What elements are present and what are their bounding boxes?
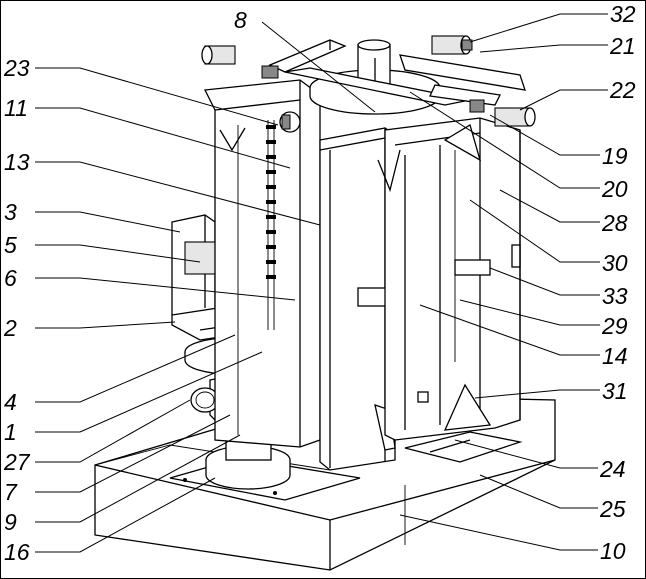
label-31: 31 [602, 378, 628, 404]
central-column-14 [319, 127, 396, 471]
label-27: 27 [3, 449, 31, 475]
label-3: 3 [4, 199, 17, 225]
label-1: 1 [4, 419, 17, 445]
label-4: 4 [4, 389, 17, 415]
label-7: 7 [4, 479, 18, 505]
label-20: 20 [601, 176, 628, 202]
label-9: 9 [4, 509, 17, 535]
label-11: 11 [4, 95, 28, 121]
label-28: 28 [601, 210, 628, 236]
top-motor-22 [469, 99, 536, 127]
label-25: 25 [599, 496, 626, 522]
top-motor-left [201, 45, 279, 79]
label-16: 16 [4, 539, 30, 565]
label-30: 30 [602, 250, 628, 276]
label-29: 29 [601, 313, 628, 339]
label-33: 33 [602, 283, 628, 309]
label-2: 2 [3, 315, 17, 341]
label-23: 23 [3, 55, 30, 81]
label-8: 8 [234, 7, 247, 33]
label-6: 6 [4, 265, 17, 291]
left-frame [203, 79, 321, 448]
top-motor-32 [431, 35, 473, 55]
label-5: 5 [4, 232, 17, 258]
label-10: 10 [600, 538, 626, 564]
label-21: 21 [609, 33, 636, 59]
chain-13 [266, 120, 276, 330]
label-24: 24 [599, 456, 626, 482]
label-22: 22 [609, 77, 636, 103]
label-32: 32 [610, 1, 636, 27]
leader-lines [35, 13, 608, 553]
part-labels: 8 32 21 22 19 20 28 30 33 29 14 31 24 25… [3, 1, 636, 565]
right-frame [377, 117, 521, 441]
label-13: 13 [4, 149, 30, 175]
label-14: 14 [602, 343, 628, 369]
label-19: 19 [602, 143, 628, 169]
